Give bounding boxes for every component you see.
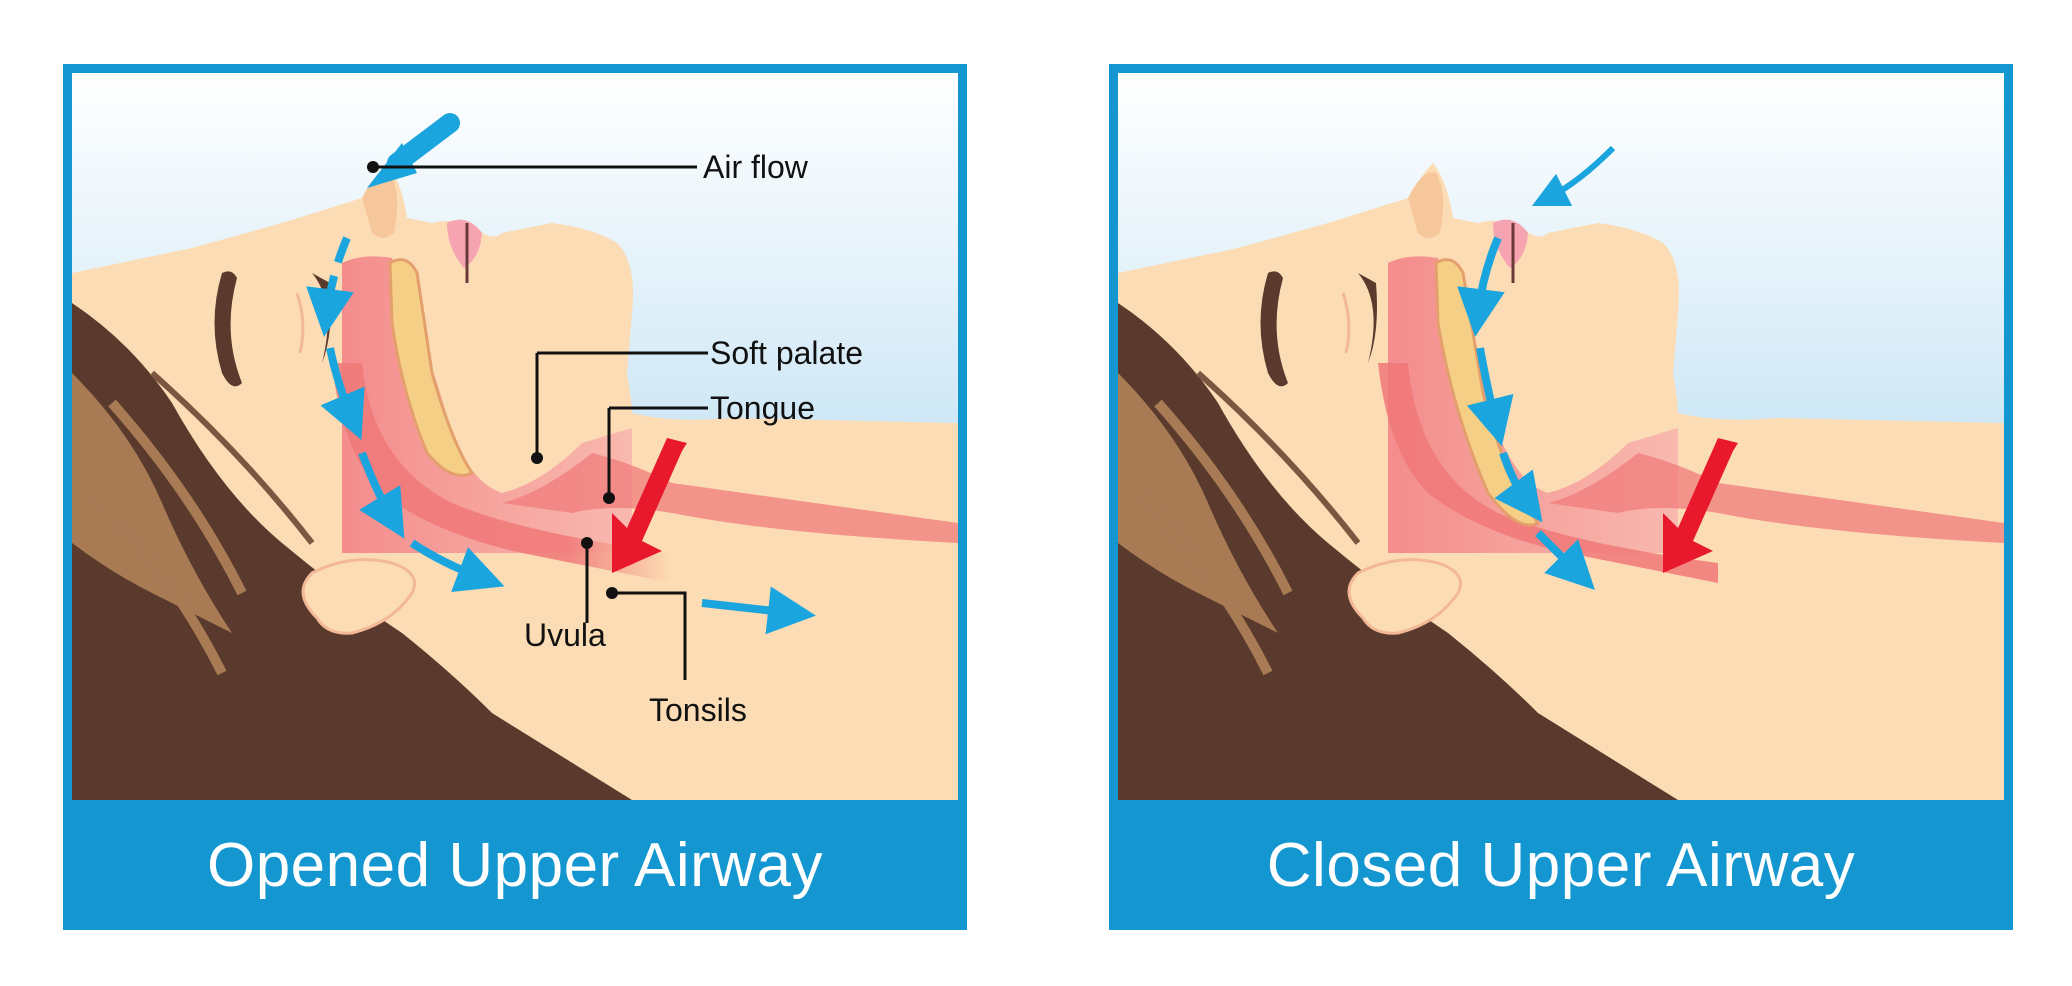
panel-caption: Opened Upper Airway — [206, 830, 824, 900]
hair-highlight — [1118, 373, 1278, 633]
airflow-arrow-path — [1494, 451, 1543, 523]
opened-airway-illustration: Air flow Soft palate Tongue Uvula Tonsil… — [72, 73, 958, 800]
label-uvula: Uvula — [524, 617, 606, 653]
tongue-pressure-arrow — [1663, 438, 1738, 573]
panel-caption: Closed Upper Airway — [1266, 830, 1856, 900]
hair-strand — [1196, 370, 1361, 545]
lips — [447, 219, 482, 268]
nose — [1408, 172, 1444, 238]
hair-strand — [88, 489, 227, 676]
airflow-arrow-path — [1457, 236, 1505, 337]
eyebrow — [1260, 271, 1288, 387]
airflow-arrow-path — [320, 347, 365, 441]
eyebrow — [214, 271, 242, 387]
nose — [362, 172, 398, 238]
lips — [1493, 219, 1528, 268]
hair — [1118, 303, 1678, 800]
airflow-arrow-path — [306, 236, 354, 337]
neck-windpipe — [1548, 453, 2004, 543]
hair-strand — [108, 399, 247, 596]
hair-strand — [1154, 399, 1293, 596]
ear — [301, 558, 416, 635]
hair-strand — [150, 370, 315, 545]
tongue-pressure-arrow — [612, 438, 687, 573]
hair — [72, 303, 632, 800]
eyelid-shadow — [1341, 292, 1351, 354]
label-tonsils: Tonsils — [649, 692, 747, 728]
label-tongue: Tongue — [710, 390, 815, 426]
opened-airway-panel: Air flow Soft palate Tongue Uvula Tonsil… — [63, 64, 967, 930]
airflow-arrow-path — [701, 586, 816, 635]
label-air-flow: Air flow — [703, 149, 809, 185]
eyelid-shadow — [295, 292, 305, 354]
neck-windpipe — [502, 453, 958, 543]
closed-airway-panel: Closed Upper Airway — [1109, 64, 2013, 930]
soft-palate-structure — [388, 258, 475, 477]
ear — [1347, 558, 1462, 635]
closed-eye — [1358, 273, 1377, 363]
label-leaders — [373, 165, 708, 680]
airflow-arrow-path — [1466, 347, 1514, 447]
label-dots — [367, 161, 618, 599]
airflow-arrow-nose — [1531, 145, 1616, 207]
airflow-arrow-path — [1535, 530, 1595, 590]
closed-airway-illustration — [1118, 73, 2004, 800]
hair-strand — [1134, 489, 1273, 676]
airflow-arrow-path — [358, 451, 405, 539]
airflow-arrow-path — [409, 539, 505, 593]
label-soft-palate: Soft palate — [710, 335, 863, 371]
hair-highlight — [72, 373, 232, 633]
